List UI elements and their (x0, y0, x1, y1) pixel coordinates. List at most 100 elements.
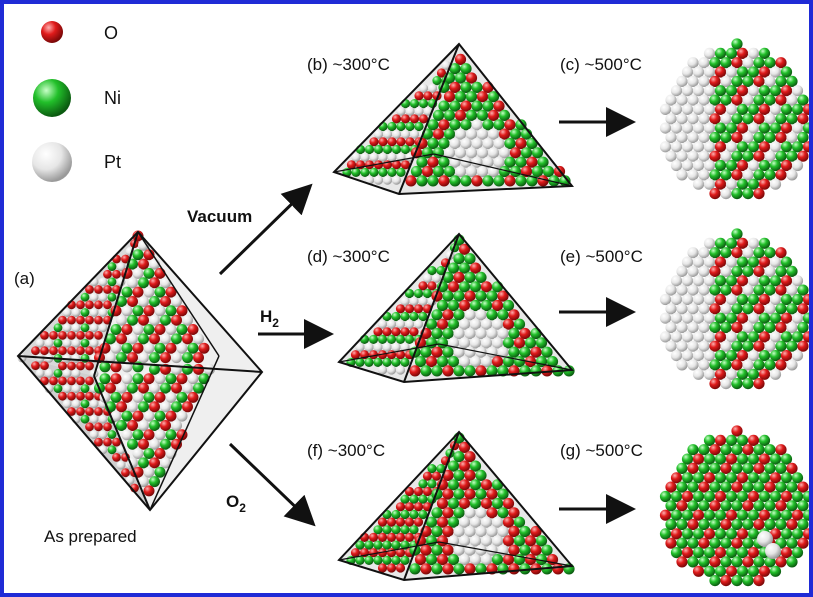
oxygen-atom (747, 490, 760, 503)
platinum-atom (427, 83, 438, 93)
oxygen-atom (753, 188, 765, 200)
oxygen-atom (154, 448, 166, 459)
oxygen-atom-swatch (41, 21, 63, 43)
platinum-atom (698, 94, 710, 106)
platinum-atom (387, 152, 397, 162)
nickel-atom (413, 288, 424, 299)
nickel-atom-swatch (33, 79, 71, 117)
oxygen-atom (386, 517, 397, 527)
oxygen-atom (797, 340, 809, 352)
nickel-atom (769, 85, 782, 97)
oxygen-atom (731, 284, 743, 296)
oxygen-atom (681, 547, 694, 559)
oxygen-atom (731, 359, 743, 371)
nickel-atom (753, 169, 765, 181)
platinum-atom (62, 399, 72, 409)
nickel-atom (775, 462, 787, 474)
oxygen-atom (530, 525, 542, 538)
oxygen-atom (400, 327, 410, 337)
platinum-atom (480, 535, 493, 547)
nickel-atom (373, 357, 383, 367)
oxygen-atom (458, 441, 471, 453)
nickel-atom (537, 156, 549, 168)
nickel-atom (725, 47, 738, 60)
platinum-atom (720, 340, 732, 352)
nickel-atom (786, 537, 798, 549)
platinum-atom (193, 333, 204, 345)
nickel-atom (449, 119, 461, 131)
oxygen-atom (764, 481, 776, 493)
oxygen-atom (758, 141, 771, 153)
oxygen-atom (692, 509, 705, 521)
nickel-atom (80, 292, 90, 302)
platinum-atom (670, 141, 683, 153)
platinum-atom (143, 342, 155, 354)
platinum-atom (786, 359, 798, 371)
nickel-atom (758, 85, 771, 97)
oxygen-atom (386, 563, 397, 573)
oxygen-atom (725, 453, 738, 465)
oxygen-atom (149, 457, 160, 469)
platinum-atom (171, 352, 182, 364)
oxygen-atom (758, 368, 771, 380)
platinum-atom (465, 165, 478, 178)
oxygen-atom (475, 365, 487, 377)
oxygen-atom (105, 382, 116, 394)
platinum-atom (149, 438, 160, 450)
nickel-atom (747, 256, 760, 268)
nickel-atom (786, 150, 798, 162)
platinum-atom (764, 265, 776, 277)
platinum-atom (475, 544, 487, 556)
nickel-atom (382, 357, 392, 367)
oxygen-atom (502, 554, 515, 566)
oxygen-atom (31, 346, 40, 356)
nickel-atom (764, 321, 776, 334)
nickel-atom (676, 518, 688, 531)
nickel-atom (731, 75, 743, 87)
oxygen-atom (725, 565, 738, 577)
platinum-atom (659, 103, 672, 115)
platinum-atom (453, 346, 465, 358)
oxygen-atom (413, 502, 424, 512)
platinum-atom (121, 305, 133, 317)
platinum-atom (769, 293, 782, 306)
nickel-atom (497, 365, 509, 377)
nickel-atom (449, 175, 461, 187)
nickel-atom (121, 410, 133, 422)
platinum-atom (187, 373, 199, 385)
platinum-atom (786, 169, 798, 181)
oxygen-atom (368, 350, 379, 360)
oxygen-atom (160, 352, 171, 364)
platinum-atom (692, 66, 705, 78)
nickel-atom (458, 281, 471, 293)
nickel-atom (400, 494, 410, 504)
oxygen-atom (714, 368, 727, 380)
platinum-atom (665, 113, 677, 125)
platinum-atom (491, 318, 504, 330)
nickel-atom (432, 76, 442, 86)
nickel-atom (687, 556, 699, 568)
nickel-atom (687, 444, 699, 456)
nickel-atom (736, 331, 749, 343)
nickel-atom (775, 265, 787, 277)
platinum-atom (764, 113, 776, 125)
nickel-atom (725, 159, 738, 172)
platinum-atom (469, 318, 482, 330)
platinum-atom (493, 137, 505, 150)
oxygen-atom (364, 160, 375, 170)
platinum-atom (757, 531, 773, 547)
platinum-atom (62, 384, 72, 393)
oxygen-atom (515, 137, 527, 150)
oxygen-atom (143, 373, 155, 385)
oxygen-atom (758, 66, 771, 78)
oxygen-atom (487, 109, 500, 121)
platinum-atom (687, 359, 699, 371)
oxygen-atom (67, 346, 76, 356)
nickel-atom (764, 359, 776, 371)
platinum-atom (725, 141, 738, 153)
nickel-atom (409, 563, 421, 575)
platinum-atom (453, 327, 465, 340)
platinum-atom (703, 103, 716, 115)
nickel-atom (80, 399, 90, 409)
nickel-atom (378, 167, 388, 177)
